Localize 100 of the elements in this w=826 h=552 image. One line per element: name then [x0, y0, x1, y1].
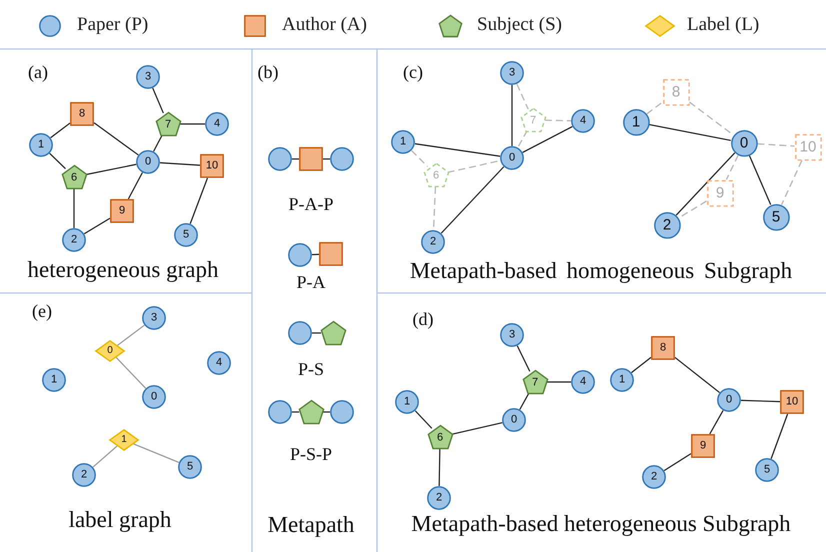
- dashed-edge: [544, 120, 572, 122]
- edge-line: [522, 126, 573, 153]
- node-number: 5: [186, 462, 194, 472]
- circle-node: [500, 323, 524, 347]
- circle-node: [142, 306, 166, 330]
- circle-node: [571, 370, 595, 394]
- node-number: 3: [508, 330, 516, 340]
- node-number: 0: [510, 414, 518, 426]
- node-number: 7: [530, 114, 536, 126]
- edge-line: [674, 356, 720, 394]
- circle-node: [622, 108, 650, 136]
- node-number: 5: [772, 209, 780, 224]
- dashed-edge: [447, 160, 500, 174]
- node-number: 2: [436, 492, 442, 504]
- dashed-edge: [411, 150, 428, 168]
- node-number: 3: [144, 72, 152, 82]
- circle-node: [395, 390, 419, 414]
- circle-node: [427, 486, 451, 510]
- circle-node: [42, 368, 66, 392]
- circle-node: [205, 112, 229, 136]
- edge-line: [519, 392, 530, 410]
- panel-letter: (e): [32, 301, 52, 322]
- edge-line: [516, 346, 530, 372]
- node-number: 4: [580, 116, 586, 126]
- circle-node: [755, 458, 779, 482]
- circle-node: [72, 463, 96, 487]
- dashed-edge: [516, 84, 529, 110]
- edge-line: [153, 134, 163, 152]
- node-number: 1: [618, 374, 626, 386]
- circle-node: [642, 465, 666, 489]
- edge-line: [748, 155, 772, 205]
- circle-node: [178, 455, 202, 479]
- legend-label: Subject (S): [477, 14, 562, 36]
- circle-node: [174, 223, 198, 247]
- node-number: 4: [214, 118, 220, 130]
- node-number: 7: [532, 376, 538, 388]
- circle-node: [421, 230, 445, 254]
- edge-line: [94, 122, 139, 156]
- circle-node: [654, 212, 680, 238]
- circle-node: [268, 400, 292, 424]
- circle-node: [571, 109, 595, 133]
- circle-node: [730, 130, 758, 156]
- dashed-edge: [757, 143, 795, 147]
- square-node: [691, 434, 715, 458]
- node-number: 1: [400, 136, 406, 148]
- node-number: 0: [150, 392, 158, 402]
- node-number: 0: [726, 394, 732, 406]
- node-number: 4: [216, 358, 222, 368]
- diamond-node: [95, 340, 125, 362]
- circle-node: [288, 321, 312, 345]
- panel-letter: (d): [412, 309, 434, 330]
- edge-line: [438, 448, 440, 486]
- node-number: 5: [182, 230, 190, 240]
- circle-node: [500, 61, 524, 85]
- node-number: 8: [672, 84, 680, 100]
- dashed-square-node: [794, 134, 822, 160]
- edge-line: [116, 357, 146, 389]
- circle-node: [500, 146, 524, 170]
- node-number: 9: [118, 206, 126, 216]
- dashed-pentagon-node: [422, 162, 450, 188]
- edge-line: [740, 400, 780, 402]
- node-number: 2: [70, 234, 78, 246]
- edge-line: [709, 410, 724, 434]
- panel-letter: (c): [403, 62, 423, 83]
- circle-node: [330, 147, 354, 171]
- edge-line: [440, 166, 504, 234]
- edge-line: [631, 356, 652, 374]
- diamond-node: [109, 429, 139, 451]
- node-number: 8: [78, 108, 86, 120]
- node-number: 9: [700, 440, 706, 452]
- edge-line: [160, 162, 200, 166]
- node-number: 7: [164, 118, 172, 130]
- node-number: 1: [632, 114, 640, 130]
- node-number: 6: [432, 168, 440, 182]
- pentagon-node: [320, 320, 346, 346]
- pentagon-node: [60, 164, 88, 190]
- edge-line: [649, 124, 731, 142]
- panel-caption: Metapath: [268, 512, 354, 538]
- panel-caption: heterogeneous graph: [28, 257, 218, 284]
- square-node: [200, 154, 224, 178]
- panel-letter: (b): [258, 62, 278, 83]
- metapath-name: P-A: [296, 272, 326, 293]
- metapath-name: P-A-P: [288, 194, 334, 215]
- edge-line: [92, 446, 118, 468]
- node-number: 0: [508, 152, 516, 164]
- node-number: 8: [660, 342, 666, 354]
- node-number: 10: [206, 160, 218, 172]
- edge-line: [50, 122, 70, 138]
- circle-node: [268, 147, 292, 171]
- node-number: 5: [764, 464, 770, 476]
- square-node: [299, 147, 323, 171]
- circle-node: [391, 130, 415, 154]
- node-number: 6: [70, 170, 78, 184]
- edge-line: [180, 123, 205, 125]
- edge-line: [546, 381, 571, 383]
- dashed-pentagon-node: [520, 107, 546, 133]
- edge-line: [152, 88, 164, 114]
- panel-caption: Metapath-based homogeneous Subgraph: [410, 258, 792, 284]
- legend-label: Label (L): [687, 14, 760, 36]
- dashed-edge: [646, 102, 663, 114]
